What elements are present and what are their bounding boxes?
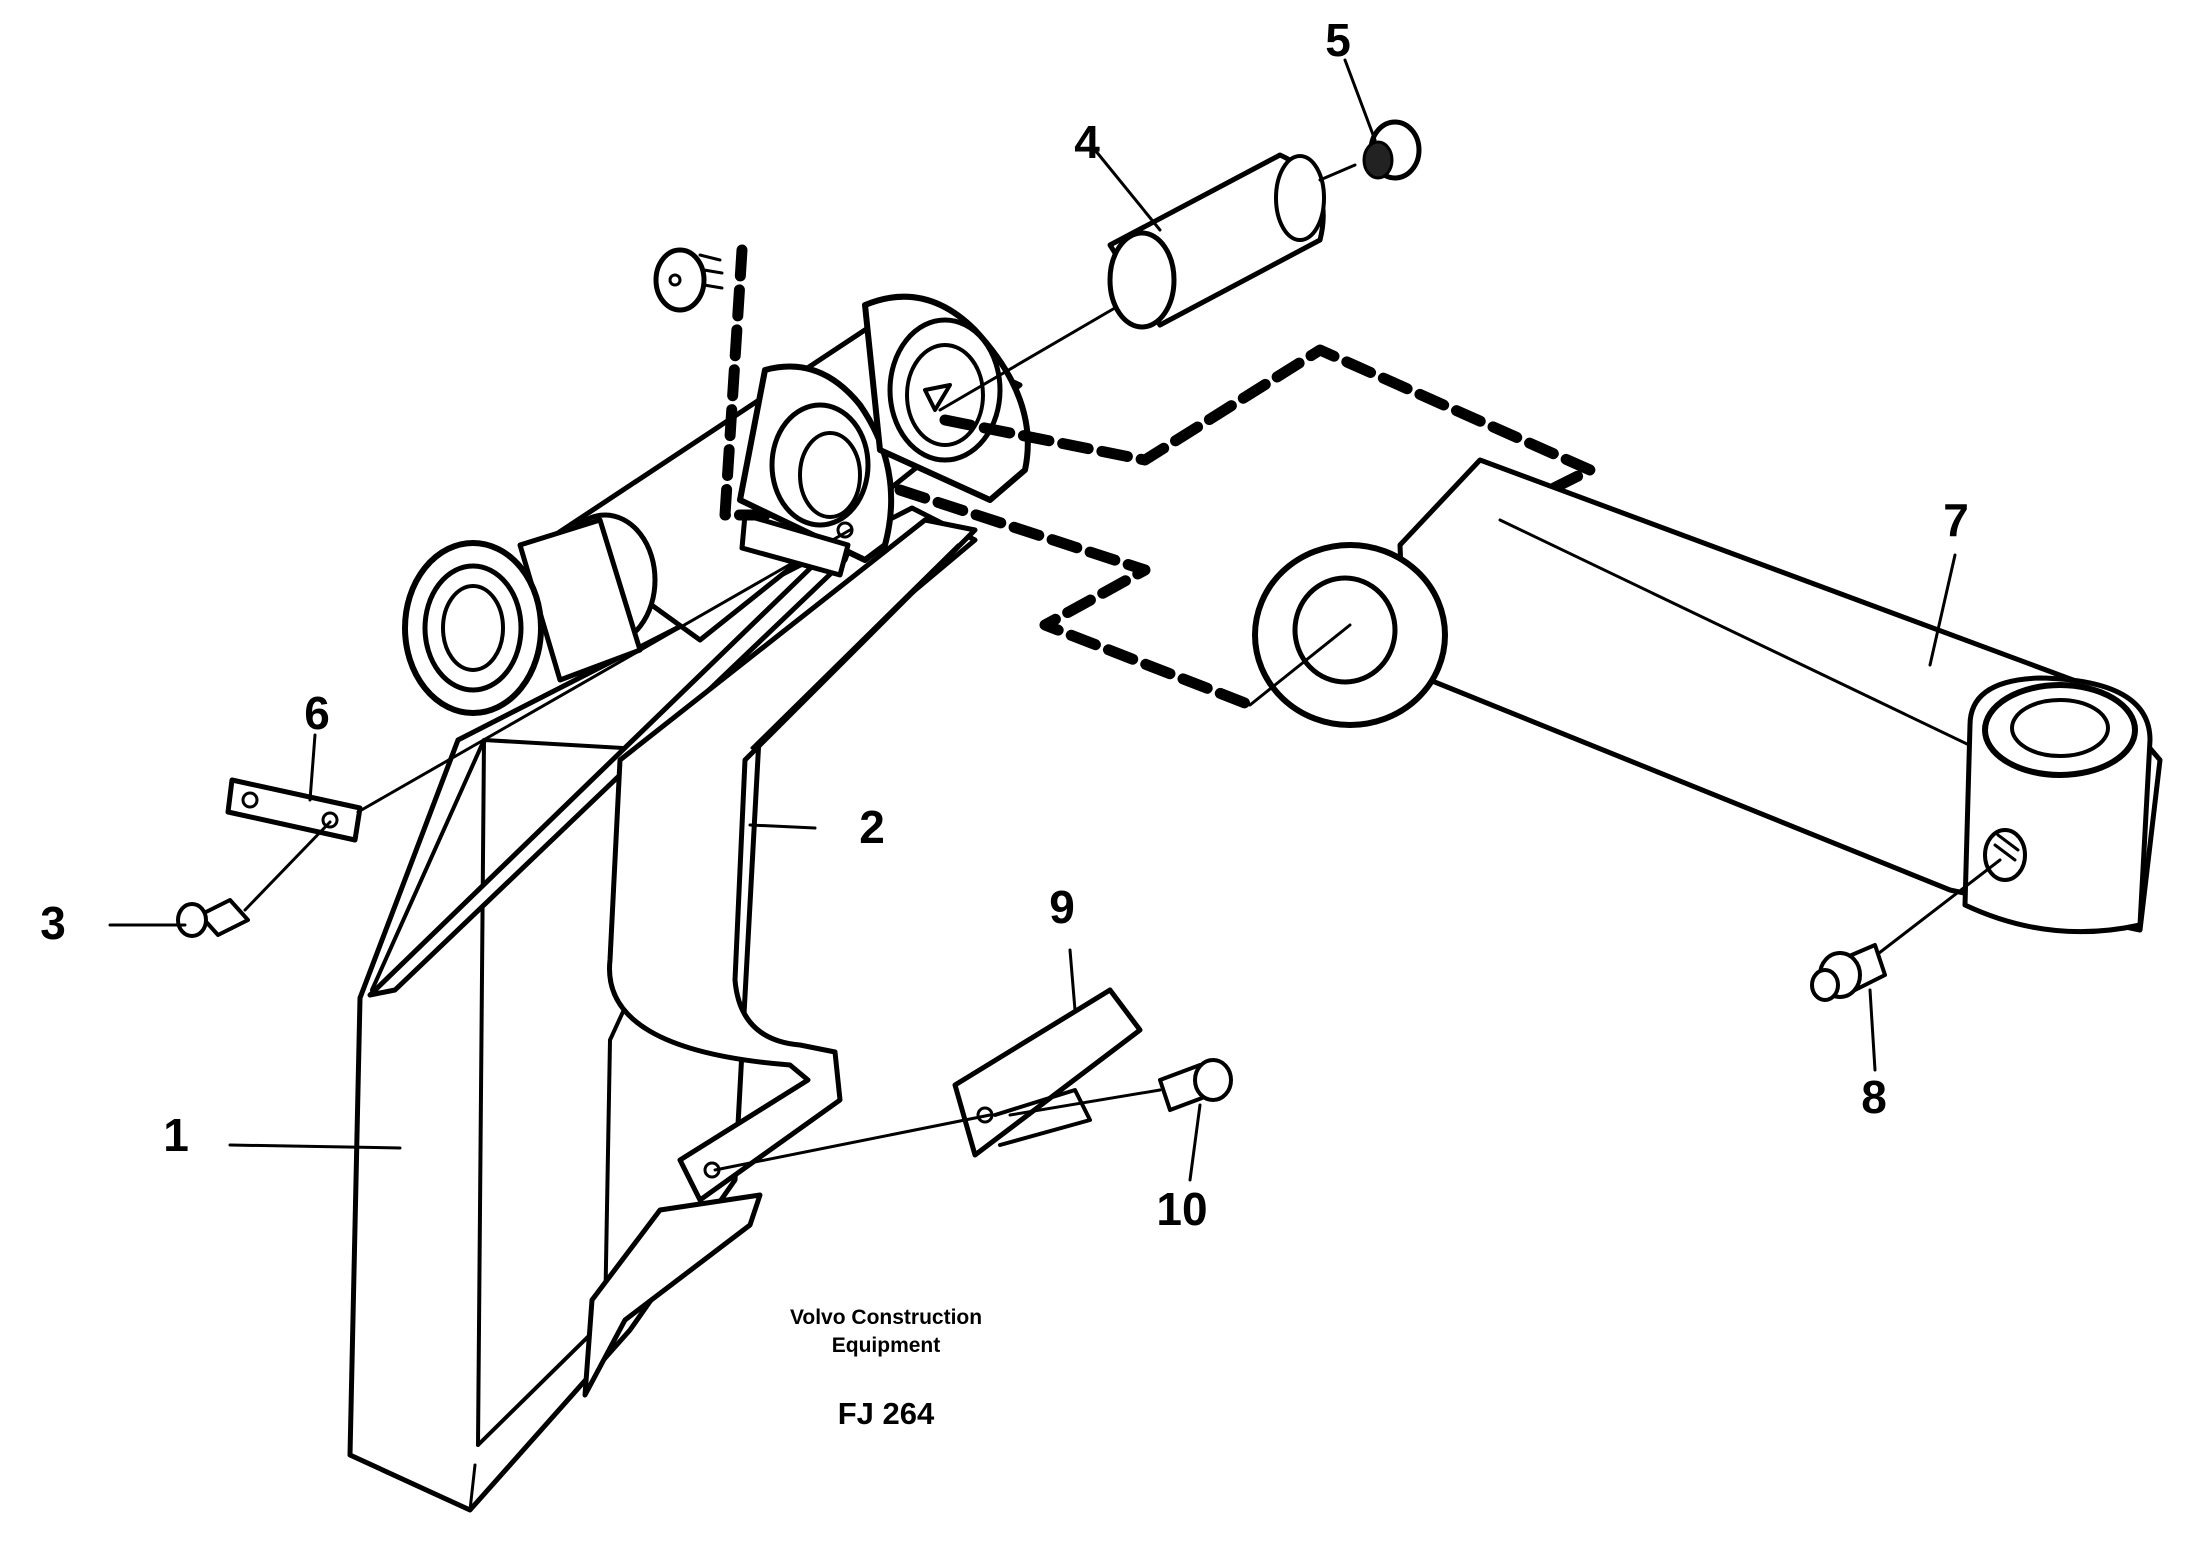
- caption-line-1: Volvo Construction: [789, 1306, 983, 1329]
- part-label-10: 10: [1156, 1183, 1208, 1235]
- bushing-cap: [653, 247, 724, 313]
- pad-part-9: [703, 987, 1143, 1179]
- top-lock-plate: [739, 512, 854, 578]
- screw-part-10: [1008, 1058, 1233, 1117]
- part-label-9: 9: [1049, 881, 1075, 933]
- part-label-4: 4: [1074, 116, 1100, 168]
- grease-nipple-part-5: [1318, 119, 1422, 182]
- manufacturer-caption: Volvo Construction Equipment FJ 264: [790, 1304, 982, 1432]
- leader-lines: [108, 58, 1957, 1182]
- screw-part-3: [176, 820, 332, 938]
- arm-part-7: [1248, 457, 2163, 962]
- part-label-6: 6: [304, 687, 330, 739]
- caption-line-2: Equipment: [831, 1334, 941, 1357]
- part-label-8: 8: [1861, 1071, 1887, 1123]
- pivot-housing: [402, 293, 1031, 716]
- part-label-5: 5: [1325, 14, 1351, 66]
- part-label-1: 1: [163, 1109, 189, 1161]
- assembly-dashed-lines: [719, 244, 1596, 711]
- part-label-2: 2: [859, 801, 885, 853]
- pin-part-4: [938, 152, 1326, 412]
- support-part-2: [607, 517, 978, 1203]
- grease-nipple-part-8: [1810, 943, 1887, 1002]
- part-label-3: 3: [40, 897, 66, 949]
- figure-code: FJ 264: [837, 1396, 935, 1431]
- part-label-7: 7: [1943, 494, 1969, 546]
